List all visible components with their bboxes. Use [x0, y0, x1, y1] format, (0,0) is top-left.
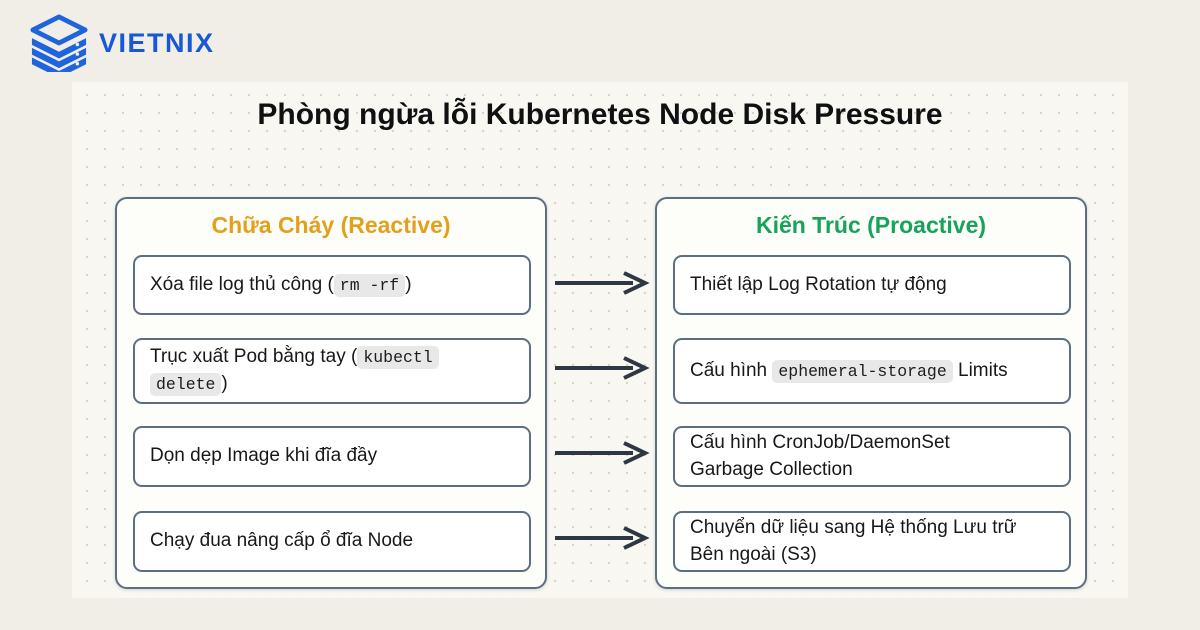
list-item-reactive-3: Dọn dẹp Image khi đĩa đầy: [133, 426, 531, 487]
code-chip: rm -rf: [333, 273, 406, 297]
vietnix-stack-icon: [28, 14, 90, 72]
brand-name: VIETNIX: [99, 27, 215, 58]
proactive-card-title: Kiến Trúc (Proactive): [755, 212, 987, 238]
list-item-proactive-2: Cấu hình ephemeral-storage Limits: [673, 338, 1071, 404]
page-title: Phòng ngừa lỗi Kubernetes Node Disk Pres…: [257, 98, 943, 131]
list-item-reactive-2: Trục xuất Pod bằng tay (kubectl delete): [133, 338, 531, 404]
brand-logo: VIETNIX: [28, 14, 215, 72]
list-item-proactive-3: Cấu hình CronJob/DaemonSet Garbage Colle…: [673, 426, 1071, 487]
reactive-card: Chữa Cháy (Reactive) Xóa file log thủ cô…: [115, 197, 547, 589]
reactive-card-title: Chữa Cháy (Reactive): [211, 212, 451, 238]
proactive-card: Kiến Trúc (Proactive) Thiết lập Log Rota…: [655, 197, 1087, 589]
arrow-right-icon: [553, 355, 653, 381]
arrow-right-icon: [553, 270, 653, 296]
arrow-right-icon: [553, 525, 653, 551]
list-item-proactive-1: Thiết lập Log Rotation tự động: [673, 255, 1071, 315]
arrow-right-icon: [553, 440, 653, 466]
list-item-reactive-4: Chạy đua nâng cấp ổ đĩa Node: [133, 511, 531, 572]
code-chip: ephemeral-storage: [772, 359, 953, 383]
list-item-proactive-4: Chuyển dữ liệu sang Hệ thống Lưu trữ Bên…: [673, 511, 1071, 572]
list-item-reactive-1: Xóa file log thủ công (rm -rf): [133, 255, 531, 315]
